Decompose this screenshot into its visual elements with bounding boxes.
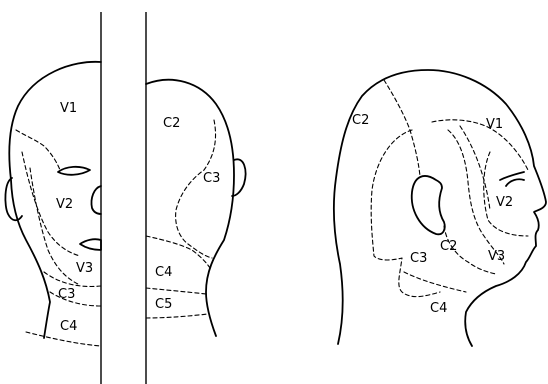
back-c5-lower-border bbox=[146, 314, 208, 318]
front-mouth bbox=[80, 239, 101, 250]
side-eye bbox=[500, 172, 524, 186]
front-eye bbox=[58, 167, 90, 175]
label-front-v2: V2 bbox=[56, 197, 73, 212]
label-front-c4: C4 bbox=[60, 319, 77, 334]
label-side-c3: C3 bbox=[410, 251, 427, 266]
label-front-v3: V3 bbox=[76, 261, 93, 276]
label-back-c2: C2 bbox=[163, 116, 180, 131]
side-view: C2 V1 V2 C2 V3 C3 C4 bbox=[334, 70, 546, 346]
side-ear bbox=[412, 176, 445, 234]
label-side-v3: V3 bbox=[488, 249, 505, 264]
label-back-c5: C5 bbox=[155, 297, 172, 312]
back-c4-c5-border bbox=[146, 288, 206, 294]
label-front-c3: C3 bbox=[58, 287, 75, 302]
label-side-v2: V2 bbox=[496, 195, 513, 210]
label-side-c4: C4 bbox=[430, 301, 447, 316]
back-view: C2 C3 C4 C5 bbox=[146, 80, 246, 336]
front-c2-border bbox=[30, 168, 78, 284]
front-nose bbox=[91, 186, 101, 214]
back-c2-c3-border bbox=[176, 120, 216, 258]
side-c2-border-back bbox=[384, 80, 420, 176]
label-back-c4: C4 bbox=[155, 265, 172, 280]
label-side-c2-back: C2 bbox=[352, 113, 369, 128]
front-view: V1 V2 V3 C3 C4 bbox=[5, 62, 101, 346]
label-side-v1: V1 bbox=[486, 117, 503, 132]
back-c3-c4-border bbox=[146, 236, 210, 268]
side-c2-c3-outer-border bbox=[371, 130, 440, 297]
label-front-v1: V1 bbox=[60, 101, 77, 116]
label-side-c2-neck: C2 bbox=[440, 239, 457, 254]
side-v2-v3-border bbox=[484, 152, 528, 236]
side-c3-c4-border bbox=[404, 272, 466, 292]
front-v1-v2-border bbox=[16, 130, 60, 170]
front-c4-lower-border bbox=[26, 332, 101, 346]
label-back-c3: C3 bbox=[203, 171, 220, 186]
side-v1-v2-border bbox=[432, 120, 528, 170]
